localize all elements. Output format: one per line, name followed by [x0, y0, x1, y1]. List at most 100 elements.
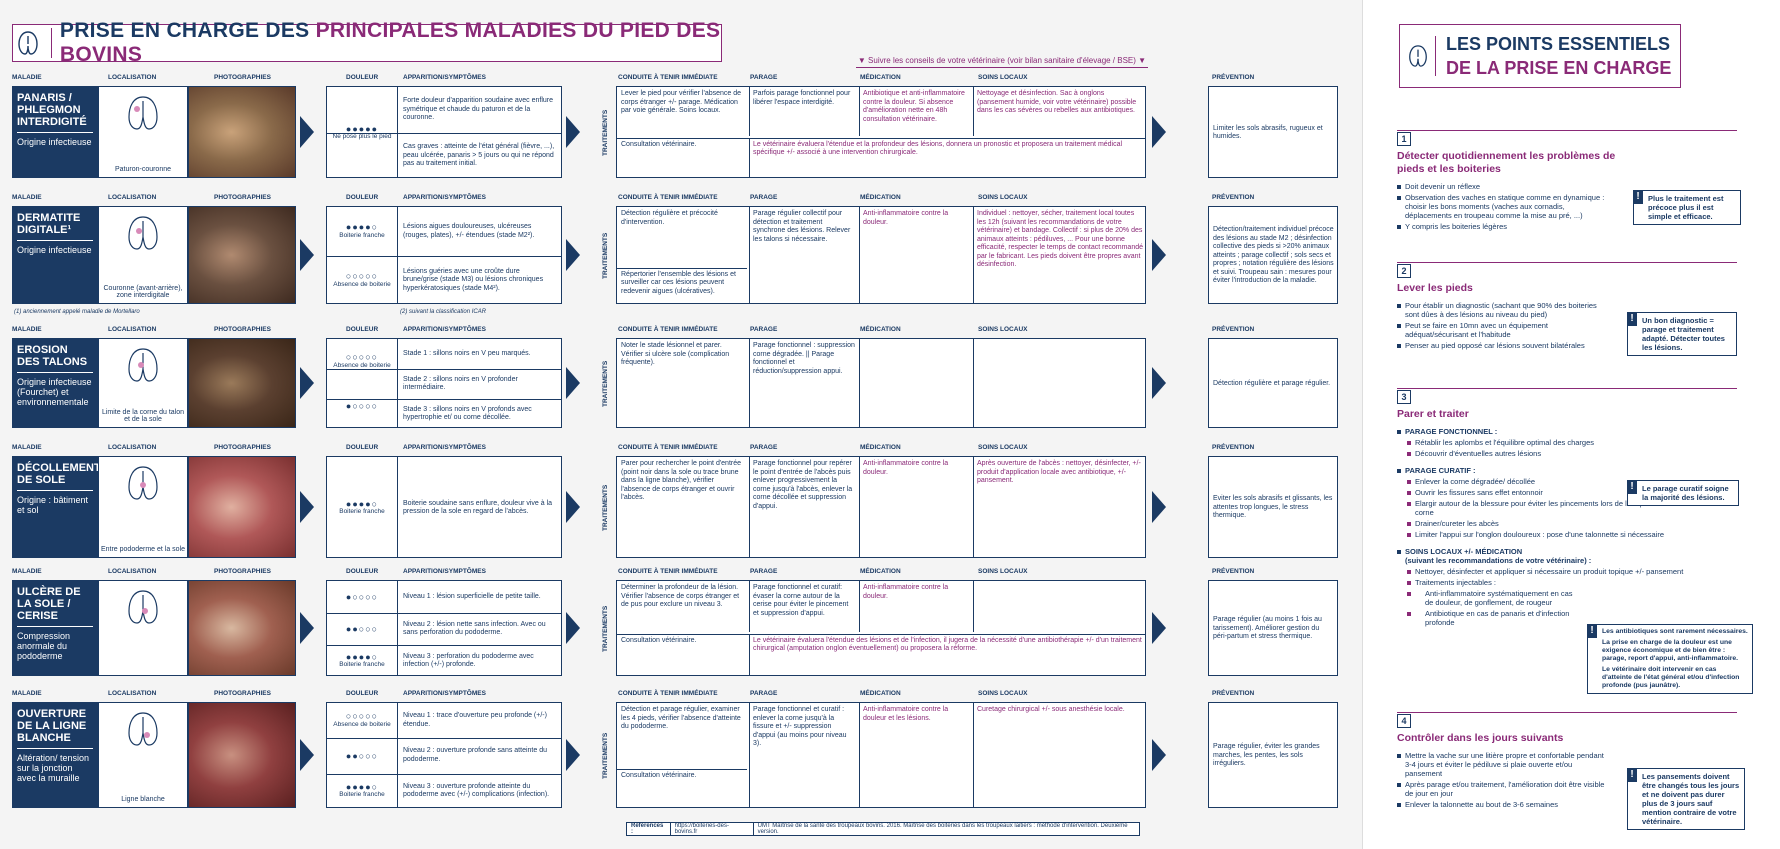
step-heading: Détecter quotidiennement les problèmes d…: [1397, 150, 1616, 175]
symptom-text: Niveau 1 : lésion superficielle de petit…: [403, 592, 541, 600]
right-panel: LES POINTS ESSENTIELS DE LA PRISE EN CHA…: [1362, 0, 1780, 849]
hoof-logo-icon: [13, 26, 43, 60]
parage-text: Parage régulier collectif pour détection…: [753, 210, 851, 243]
localisation-cell: Couronne (avant-arrière), zone interdigi…: [98, 206, 188, 304]
disease-name: OUVERTURE DE LA LIGNE BLANCHE: [17, 708, 93, 749]
callout-line: Les antibiotiques sont rarement nécessai…: [1602, 628, 1748, 635]
column-header: APPARITION/SYMPTÔMES: [403, 690, 486, 697]
conduite-text: Consultation vétérinaire.: [621, 771, 697, 779]
pain-scale: ●●●●○ Boiterie franche: [327, 645, 397, 677]
conduite-text: Noter le stade lésionnel et parer. Vérif…: [621, 342, 730, 366]
symptom-text: Niveau 2 : lésion nette sans infection. …: [403, 620, 546, 637]
soins-text: [973, 581, 1147, 634]
medication-text: Anti-inflammatoire contre la douleur et …: [863, 706, 949, 722]
column-header: LOCALISATION: [108, 326, 157, 333]
column-header: PHOTOGRAPHIES: [214, 444, 271, 451]
pain-dots: ●●●●○: [345, 781, 379, 792]
disease-origin: Compression anormale du pododerme: [17, 631, 71, 661]
list-item: SOINS LOCAUX +/- MÉDICATION: [1397, 547, 1697, 556]
column-header: MÉDICATION: [860, 326, 901, 333]
column-header: PHOTOGRAPHIES: [214, 690, 271, 697]
column-header: APPARITION/SYMPTÔMES: [403, 74, 486, 81]
list-item: Elargir autour de la blessure pour évite…: [1397, 499, 1697, 517]
disease-origin: Origine : bâtiment et sol: [17, 495, 89, 515]
column-header: MÉDICATION: [860, 568, 901, 575]
column-header: CONDUITE À TENIR IMMÉDIATE: [618, 326, 718, 333]
column-header: DOULEUR: [346, 326, 379, 333]
arrow-right-icon: [1152, 491, 1166, 523]
column-header: CONDUITE À TENIR IMMÉDIATE: [618, 690, 718, 697]
parage-text: Parage fonctionnel pour repérer le point…: [753, 460, 853, 510]
column-header: SOINS LOCAUX: [978, 74, 1028, 81]
prevention-text: Eviter les sols abrasifs et glissants, l…: [1213, 495, 1333, 520]
column-header: DOULEUR: [346, 444, 379, 451]
symptom-text: Niveau 1 : trace d'ouverture peu profond…: [403, 712, 547, 728]
lesion-photo: [188, 86, 296, 178]
disease-card: DERMATITE DIGITALE¹ Origine infectieuse: [12, 206, 98, 304]
localisation-cell: Paturon-couronne: [98, 86, 188, 178]
arrow-right-icon: [300, 239, 314, 271]
treatments-label: TRAITEMENTS: [602, 232, 609, 279]
vet-evaluation-text: Le vétérinaire évaluera l'étendue et la …: [753, 140, 1123, 157]
hoof-diagram-icon: [128, 96, 158, 130]
callout: Un bon diagnostic = parage et traitement…: [1627, 312, 1737, 356]
pain-scale: ○○○○○ Absence de boiterie: [327, 256, 397, 305]
pain-label: Boiterie franche: [339, 231, 385, 239]
disease-origin: Origine infectieuse: [17, 137, 92, 147]
column-header: PRÉVENTION: [1212, 568, 1255, 575]
prevention-text: Détection régulière et parage régulier.: [1213, 379, 1331, 387]
list-item: Anti-inflammatoire systématiquement en c…: [1397, 589, 1577, 607]
symptom-text: Boiterie soudaine sans enflure, douleur …: [403, 499, 553, 516]
list-item: Rétablir les aplombs et l'équilibre opti…: [1397, 438, 1697, 447]
column-header: SOINS LOCAUX: [978, 568, 1028, 575]
soins-text: [973, 339, 1147, 429]
pain-dots: ●●○○○: [345, 750, 379, 761]
disease-name: DERMATITE DIGITALE¹: [17, 212, 93, 241]
symptom-text: Forte douleur d'apparition soudaine avec…: [403, 97, 553, 122]
symptoms-box: Niveau 1 : lésion superficielle de petit…: [326, 580, 562, 676]
pain-scale: ●●●●● Ne pose plus le pied: [327, 87, 397, 179]
pain-scale: ○○○○○ Absence de boiterie: [327, 339, 397, 384]
pain-dots: ●●●●○: [345, 651, 379, 662]
list-item: Enlever la talonnette au bout de 3-6 sem…: [1397, 800, 1607, 809]
essentials-title-line1: LES POINTS ESSENTIELS: [1446, 34, 1671, 54]
conduite-text: Consultation vétérinaire.: [621, 636, 697, 644]
column-header: LOCALISATION: [108, 194, 157, 201]
column-header: APPARITION/SYMPTÔMES: [403, 444, 486, 451]
column-header: MALADIE: [12, 690, 42, 697]
pain-dots: ○○○○○: [345, 352, 379, 362]
hoof-diagram-icon: [128, 348, 158, 382]
list-item: Penser au pied opposé car lésions souven…: [1397, 341, 1607, 350]
symptoms-box: Stade 1 : sillons noirs en V peu marqués…: [326, 338, 562, 428]
list-item: Nettoyer, désinfecter et appliquer si né…: [1397, 567, 1697, 576]
references-url[interactable]: https://boiteries-des-bovins.fr: [671, 823, 754, 835]
prevention-box: Parage régulier (au moins 1 fois au tari…: [1208, 580, 1338, 676]
medication-text: Anti-inflammatoire contre la douleur.: [863, 584, 949, 600]
column-header: MALADIE: [12, 194, 42, 201]
arrow-right-icon: [566, 116, 580, 148]
step-heading: Parer et traiter: [1397, 408, 1469, 420]
step-1: 1 Détecter quotidiennement les problèmes…: [1397, 130, 1741, 233]
arrow-right-icon: [566, 239, 580, 271]
list-item: Y compris les boiteries légères: [1397, 222, 1607, 231]
column-header: DOULEUR: [346, 74, 379, 81]
column-header: APPARITION/SYMPTÔMES: [403, 194, 486, 201]
lesion-photo: [188, 206, 296, 304]
lesion-photo: [188, 338, 296, 428]
callout: Le parage curatif soigne la majorité des…: [1627, 480, 1739, 506]
column-header: PARAGE: [750, 568, 778, 575]
step-4: 4 Contrôler dans les jours suivants Mett…: [1397, 712, 1745, 830]
medication-text: Anti-inflammatoire contre la douleur.: [863, 210, 949, 226]
column-header: CONDUITE À TENIR IMMÉDIATE: [618, 568, 718, 575]
vet-evaluation-text: Le vétérinaire évaluera l'étendue des lé…: [753, 636, 1142, 653]
list-item: Pour établir un diagnostic (sachant que …: [1397, 301, 1607, 319]
footnote-1: (1) anciennement appelé maladie de Morte…: [14, 309, 140, 315]
conduite-text: Lever le pied pour vérifier l'absence de…: [621, 90, 742, 114]
symptoms-box: Lésions aigues douloureuses, ulcéreuses …: [326, 206, 562, 304]
pain-dots: ●●●●○: [345, 222, 379, 232]
column-header: MÉDICATION: [860, 444, 901, 451]
parage-text: Parage fonctionnel : suppression corne d…: [753, 342, 855, 375]
